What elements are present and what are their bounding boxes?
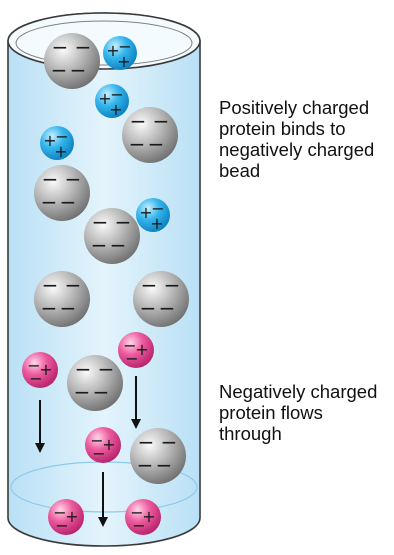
svg-text:−: − [92, 210, 109, 234]
svg-text:−: − [110, 233, 127, 257]
svg-text:−: − [98, 357, 115, 381]
svg-text:−: − [130, 503, 143, 522]
bead-2: − − − − [122, 107, 178, 163]
negative-protein-2: − + − [118, 332, 154, 368]
svg-text:−: − [70, 58, 87, 82]
svg-text:+: + [106, 41, 119, 60]
svg-text:−: − [132, 516, 145, 535]
svg-text:+: + [117, 52, 130, 71]
svg-text:−: − [91, 233, 108, 257]
bead-6: − − − − [133, 271, 189, 327]
negative-protein-5: − + − [125, 499, 161, 535]
svg-text:+: + [43, 131, 56, 150]
bead-8: − − − − [130, 428, 186, 484]
negative-protein-4: − + − [48, 499, 84, 535]
svg-text:−: − [130, 109, 147, 133]
svg-text:+: + [139, 203, 152, 222]
svg-text:−: − [110, 85, 123, 104]
svg-text:+: + [135, 340, 148, 359]
bead-1: − − − − [44, 33, 100, 89]
svg-text:−: − [90, 431, 103, 450]
svg-text:−: − [42, 273, 59, 297]
svg-text:−: − [75, 35, 92, 59]
svg-text:−: − [118, 37, 131, 56]
svg-text:−: − [92, 444, 105, 463]
svg-text:−: − [42, 167, 59, 191]
svg-text:−: − [151, 199, 164, 218]
svg-text:+: + [150, 214, 163, 233]
bead-5: − − − − [34, 271, 90, 327]
svg-text:−: − [55, 127, 68, 146]
svg-text:−: − [53, 503, 66, 522]
svg-text:−: − [52, 35, 69, 59]
svg-text:−: − [41, 296, 58, 320]
svg-text:−: − [156, 453, 173, 477]
negative-flows-label: Negatively charged protein flows through [219, 381, 378, 444]
svg-text:−: − [148, 132, 165, 156]
svg-text:−: − [55, 516, 68, 535]
svg-text:−: − [138, 430, 155, 454]
svg-text:+: + [65, 507, 78, 526]
bead-3: − − − − [34, 165, 90, 221]
svg-text:−: − [93, 380, 110, 404]
svg-text:−: − [141, 273, 158, 297]
svg-text:−: − [74, 380, 91, 404]
svg-text:−: − [153, 109, 170, 133]
svg-text:+: + [109, 100, 122, 119]
bead-4: − − − − [84, 208, 140, 264]
svg-text:−: − [65, 167, 82, 191]
svg-text:+: + [102, 435, 115, 454]
svg-text:−: − [123, 336, 136, 355]
svg-text:+: + [39, 360, 52, 379]
svg-text:−: − [60, 296, 77, 320]
svg-text:−: − [137, 453, 154, 477]
negative-protein-1: − + − [22, 352, 58, 388]
svg-text:+: + [98, 89, 111, 108]
svg-text:−: − [29, 369, 42, 388]
bead-7: − − − − [67, 355, 123, 411]
svg-text:−: − [159, 296, 176, 320]
svg-text:−: − [65, 273, 82, 297]
positive-protein-4: + − + [136, 198, 170, 233]
svg-text:−: − [129, 132, 146, 156]
svg-text:+: + [54, 142, 67, 161]
svg-text:−: − [75, 357, 92, 381]
negative-protein-3: − + − [85, 427, 121, 463]
svg-text:+: + [142, 507, 155, 526]
positive-protein-2: + − + [95, 84, 129, 119]
svg-text:−: − [140, 296, 157, 320]
svg-text:−: − [164, 273, 181, 297]
svg-text:−: − [115, 210, 132, 234]
positive-protein-1: + − + [103, 36, 137, 71]
svg-text:−: − [125, 349, 138, 368]
svg-text:−: − [41, 190, 58, 214]
positive-protein-3: + − + [40, 126, 74, 161]
svg-text:−: − [60, 190, 77, 214]
svg-text:−: − [51, 58, 68, 82]
positive-binds-label: Positively charged protein binds to nega… [219, 97, 375, 181]
svg-text:−: − [27, 356, 40, 375]
svg-text:−: − [161, 430, 178, 454]
